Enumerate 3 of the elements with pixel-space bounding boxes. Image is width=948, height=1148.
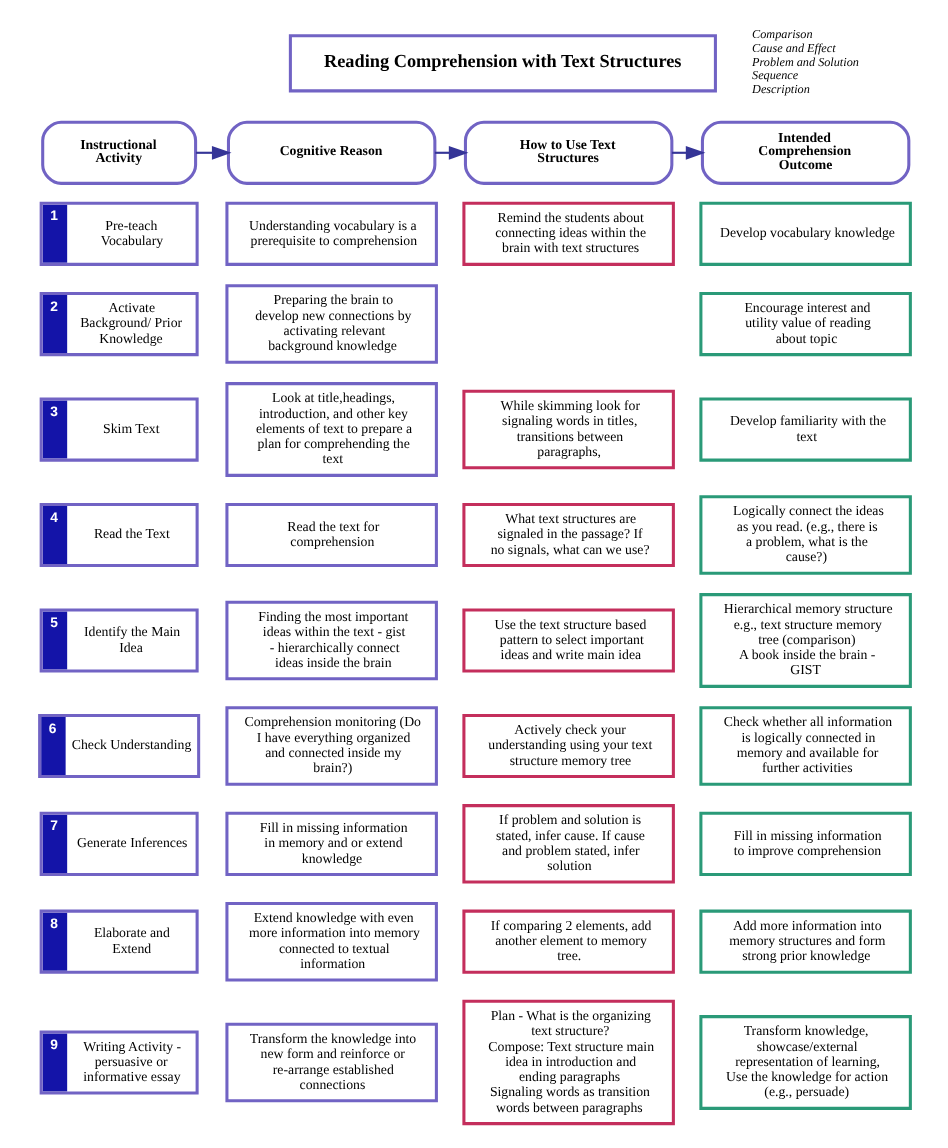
arrow xyxy=(433,145,468,160)
arrow xyxy=(670,145,705,160)
node-box: Reading Comprehension with Text Structures xyxy=(287,34,716,93)
